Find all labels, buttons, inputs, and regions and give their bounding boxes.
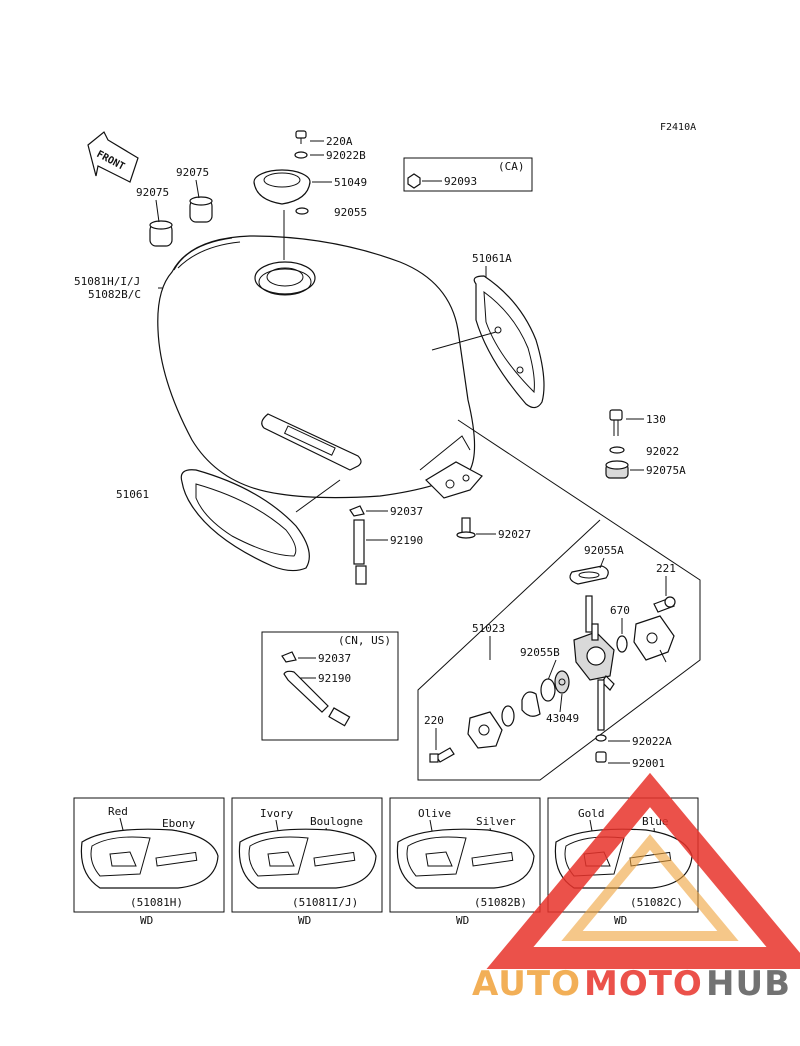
variant-2-color2: Boulogne xyxy=(310,815,363,828)
label-220A: 220A xyxy=(326,135,353,148)
front-arrow-icon: FRONT xyxy=(87,131,139,183)
label-92055A: 92055A xyxy=(584,544,624,557)
label-92001: 92001 xyxy=(632,757,665,770)
cap-screw-part xyxy=(295,130,307,144)
label-221: 221 xyxy=(656,562,676,575)
variant-3-color1: Olive xyxy=(418,807,451,820)
label-92075-lower: 92075 xyxy=(136,186,169,199)
variant-panel-1: Red Ebony (51081H) WD xyxy=(73,797,225,927)
ca-part-92093: 92093 xyxy=(444,175,477,188)
damper-part-upper xyxy=(189,196,213,223)
label-92022B: 92022B xyxy=(326,149,366,162)
washer-92022-part xyxy=(609,446,625,454)
label-92022: 92022 xyxy=(646,445,679,458)
label-51081: 51081H/I/J xyxy=(74,275,140,288)
cnus-tag: (CN, US) xyxy=(338,634,391,647)
variant-panel-3: Olive Silver (51082B) WD xyxy=(389,797,541,927)
nut-part xyxy=(407,173,421,189)
damper-92075A-part xyxy=(605,460,629,479)
variant-2-color1: Ivory xyxy=(260,807,293,820)
mount-plate-part xyxy=(467,711,503,749)
label-92055B: 92055B xyxy=(520,646,560,659)
screw-220-part xyxy=(429,747,455,763)
variant-3-color2: Silver xyxy=(476,815,516,828)
filter-screen-part xyxy=(521,691,541,717)
o-ring-670-part xyxy=(616,635,628,653)
variant-2-tag: WD xyxy=(298,914,311,927)
o-ring-small-part xyxy=(501,705,515,727)
variant-panel-2: Ivory Boulogne (51081I/J) WD xyxy=(231,797,383,927)
watermark-text-auto: AUTO xyxy=(472,964,581,1004)
label-51023: 51023 xyxy=(472,622,505,635)
clip-part xyxy=(349,505,365,517)
label-92027: 92027 xyxy=(498,528,531,541)
cnus-hose-end-part xyxy=(328,707,351,727)
cnus-hose-part xyxy=(283,670,329,713)
figure-code: F2410A xyxy=(660,122,696,133)
label-220: 220 xyxy=(424,714,444,727)
hose-part xyxy=(353,519,367,585)
label-130: 130 xyxy=(646,413,666,426)
o-ring-part xyxy=(295,207,309,215)
variant-1-tag: WD xyxy=(140,914,153,927)
variant-4-tag: WD xyxy=(614,914,627,927)
side-emblem-left-part xyxy=(180,469,310,572)
washer-part xyxy=(294,151,308,159)
label-92055: 92055 xyxy=(334,206,367,219)
cnus-part-92037: 92037 xyxy=(318,652,351,665)
cock-cover-part xyxy=(633,615,675,663)
variant-4-code: (51082C) xyxy=(630,896,683,909)
variant-1-color2: Ebony xyxy=(162,817,195,830)
filter-ring-part xyxy=(540,670,570,702)
variant-4-color1: Gold xyxy=(578,807,605,820)
screw-221-part xyxy=(653,596,676,613)
label-92075-upper: 92075 xyxy=(176,166,209,179)
label-92037: 92037 xyxy=(390,505,423,518)
variant-3-tag: WD xyxy=(456,914,469,927)
variant-3-code: (51082B) xyxy=(474,896,527,909)
label-92190: 92190 xyxy=(390,534,423,547)
damper-part-lower xyxy=(149,220,173,247)
fuel-cap-part xyxy=(253,169,311,205)
label-43049: 43049 xyxy=(546,712,579,725)
cnus-box xyxy=(261,631,399,741)
label-51049: 51049 xyxy=(334,176,367,189)
cnus-part-92190: 92190 xyxy=(318,672,351,685)
variant-1-code: (51081H) xyxy=(130,896,183,909)
watermark-text-moto: MOTO xyxy=(584,964,703,1004)
ca-box xyxy=(403,157,533,192)
bolt-part xyxy=(609,409,623,436)
label-51061A: 51061A xyxy=(472,252,512,265)
ca-tag: (CA) xyxy=(498,160,525,173)
watermark-logo: AUTO MOTO HUB xyxy=(472,772,800,1004)
variant-2-code: (51081I/J) xyxy=(292,896,358,909)
collar-part xyxy=(456,517,476,539)
gasket-part xyxy=(569,565,609,585)
watermark-text-hub: HUB xyxy=(706,964,791,1004)
side-emblem-right-part xyxy=(473,275,545,409)
label-51061: 51061 xyxy=(116,488,149,501)
cnus-clip-part xyxy=(281,651,297,663)
label-92022A: 92022A xyxy=(632,735,672,748)
label-92075A: 92075A xyxy=(646,464,686,477)
variant-1-color1: Red xyxy=(108,805,128,818)
drain-screw-part xyxy=(595,751,607,763)
washer-92022A-part xyxy=(595,734,607,742)
fuel-cock-assembly-box xyxy=(417,419,701,781)
label-670: 670 xyxy=(610,604,630,617)
fuel-cock-part xyxy=(573,595,615,731)
fuel-tank-part xyxy=(157,235,483,499)
label-51082: 51082B/C xyxy=(88,288,141,301)
